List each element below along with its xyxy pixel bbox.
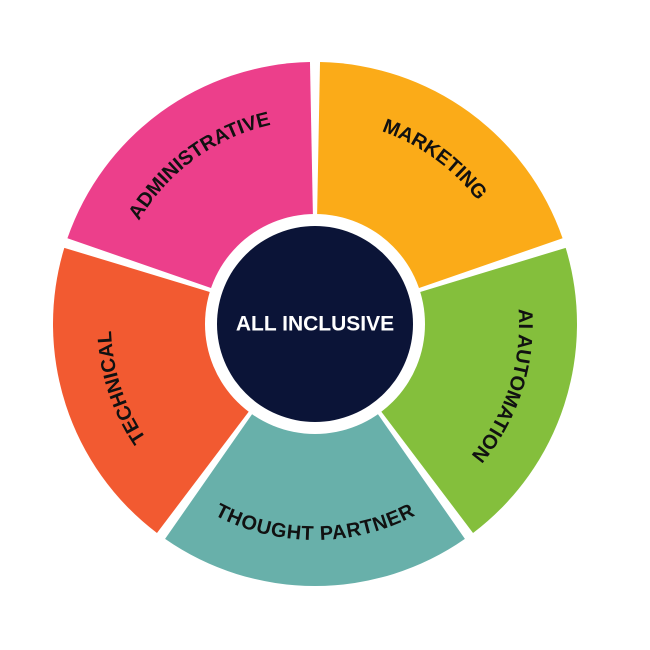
center-label: ALL INCLUSIVE [236, 313, 394, 336]
segment-thought-partner [165, 396, 465, 587]
center-circle [217, 226, 413, 422]
center-hub: ALL INCLUSIVE [205, 214, 425, 434]
